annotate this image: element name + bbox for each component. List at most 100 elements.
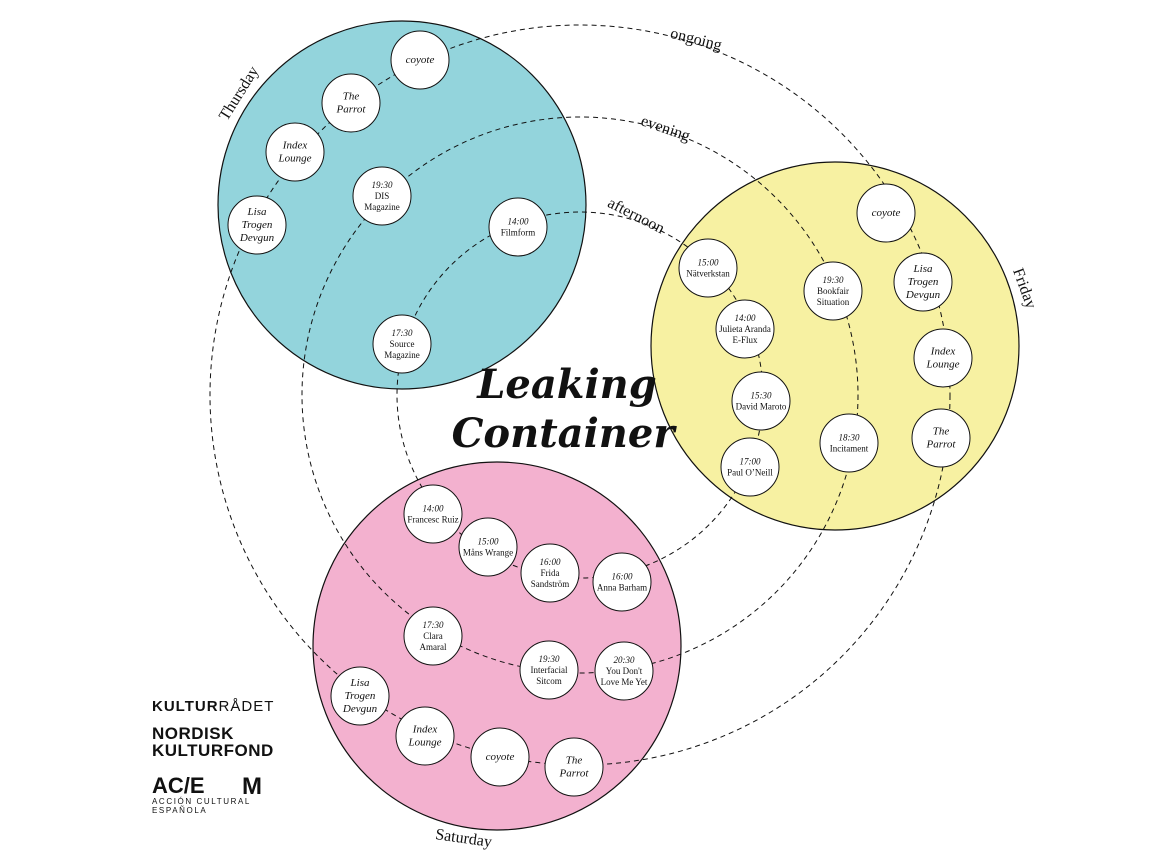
node-sat-coyote: coyote (470, 727, 530, 787)
node-time-label: 19:30 (539, 654, 560, 664)
node-circle (321, 73, 381, 133)
node-label: Paul O’Neill (727, 468, 773, 478)
node-time-label: 14:00 (423, 504, 444, 514)
node-circle (403, 606, 463, 666)
nodes-layer: coyoteTheParrotIndexLoungeLisaTrogenDevg… (227, 30, 973, 797)
kulturradet-logo: KULTURRÅDET (152, 698, 275, 715)
node-circle (913, 328, 973, 388)
node-label: Filmform (501, 228, 536, 238)
ring-label-ongoing: ongoing (669, 25, 724, 54)
node-label: David Maroto (736, 402, 787, 412)
node-label: Devgun (905, 289, 941, 301)
node-circle (395, 706, 455, 766)
node-label: Clara (423, 631, 443, 641)
node-label: DIS (375, 191, 390, 201)
node-time-label: 16:00 (612, 572, 633, 582)
node-time-label: 16:00 (540, 557, 561, 567)
node-label: Interfacial (531, 665, 568, 675)
node-label: Index (930, 346, 956, 358)
node-time-label: 14:00 (508, 217, 529, 227)
node-circle (227, 195, 287, 255)
node-circle (458, 517, 518, 577)
node-circle (520, 543, 580, 603)
node-label: Anna Barham (597, 583, 647, 593)
node-label: Situation (817, 297, 850, 307)
node-circle (678, 238, 738, 298)
node-circle (715, 299, 775, 359)
node-label: Parrot (336, 104, 367, 116)
node-circle (470, 727, 530, 787)
node-label: Julieta Aranda (719, 324, 771, 334)
m-logo: M (242, 773, 262, 800)
node-circle (803, 261, 863, 321)
node-label: Sitcom (536, 676, 562, 686)
node-time-label: 17:30 (423, 620, 444, 630)
node-circle (352, 166, 412, 226)
ring-evening (301, 116, 859, 674)
node-label: The (343, 91, 360, 103)
node-label: The (566, 755, 583, 767)
node-circle (403, 484, 463, 544)
node-label: Incitament (830, 444, 869, 454)
node-label: Bookfair (817, 286, 849, 296)
node-label: Parrot (926, 439, 957, 451)
node-label: Love Me Yet (601, 677, 648, 687)
node-time-label: 18:30 (839, 433, 860, 443)
node-label: You Don't (606, 666, 643, 676)
node-label: Magazine (364, 202, 399, 212)
node-thu-coyote: coyote (390, 30, 450, 90)
node-label: Trogen (908, 276, 939, 288)
node-time-label: 19:30 (372, 180, 393, 190)
node-label: coyote (872, 207, 901, 219)
node-label: Francesc Ruiz (407, 515, 458, 525)
node-label: Trogen (242, 219, 273, 231)
node-circle (594, 641, 654, 701)
node-time-label: 20:30 (614, 655, 635, 665)
node-time-label: 17:30 (392, 328, 413, 338)
node-time-label: 14:00 (735, 313, 756, 323)
node-label: Lounge (408, 737, 442, 749)
node-label: coyote (406, 54, 435, 66)
ring-label-evening: evening (639, 112, 692, 145)
node-circle (819, 413, 879, 473)
title-line-1: Leaking (476, 361, 656, 408)
node-circle (544, 737, 604, 797)
node-circle (519, 640, 579, 700)
node-circle (265, 122, 325, 182)
node-circle (330, 666, 390, 726)
node-label: Lisa (913, 263, 933, 275)
node-label: Lisa (247, 206, 267, 218)
node-time-label: 17:00 (740, 457, 761, 467)
node-label: Devgun (342, 703, 378, 715)
node-label: Nätverkstan (686, 269, 730, 279)
node-circle (911, 408, 971, 468)
node-label: Frida (541, 568, 560, 578)
node-circle (731, 371, 791, 431)
node-time-label: 15:00 (698, 258, 719, 268)
node-label: Devgun (239, 232, 275, 244)
node-circle (720, 437, 780, 497)
node-label: Lisa (350, 677, 370, 689)
node-label: Lounge (926, 359, 960, 371)
node-fri-coyote: coyote (856, 183, 916, 243)
